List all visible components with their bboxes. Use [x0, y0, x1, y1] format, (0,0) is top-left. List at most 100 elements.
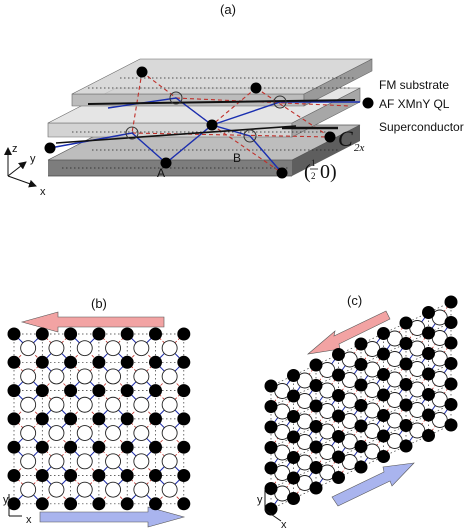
- axes-triad-c: [264, 490, 282, 522]
- filled-atom: [264, 420, 278, 434]
- grid-line: [270, 342, 452, 428]
- open-atom: [76, 425, 93, 441]
- svg-text:(: (: [304, 161, 311, 183]
- filled-atom: [35, 355, 49, 369]
- heterostructure-3d: A B FM substrate AF XMnY QL Superconduct…: [4, 58, 464, 198]
- axes-triad-a: [4, 147, 37, 188]
- lattice-c: [264, 295, 458, 516]
- filled-atom: [120, 384, 134, 398]
- filled-atom: [35, 412, 49, 426]
- filled-atom: [177, 412, 191, 426]
- filled-atom: [309, 440, 323, 454]
- filled-atom: [64, 412, 78, 426]
- filled-atom: [332, 409, 345, 423]
- open-atom: [161, 396, 178, 413]
- filled-atom: [309, 358, 323, 372]
- filled-atom: [354, 419, 368, 433]
- filled-atom: [120, 327, 134, 341]
- svg-text:2x: 2x: [354, 142, 365, 154]
- filled-atom: [264, 441, 278, 454]
- filled-atom: [444, 398, 458, 411]
- grid-line: [270, 322, 452, 407]
- filled-atom: [120, 355, 134, 369]
- arrow-blue-right: [39, 506, 186, 528]
- filled-atom: [149, 327, 162, 341]
- open-atom: [133, 368, 150, 385]
- open-atom: [105, 481, 122, 498]
- filled-atom: [92, 355, 106, 369]
- filled-atom: [444, 336, 458, 350]
- svg-text:2: 2: [311, 171, 316, 181]
- filled-atom: [264, 461, 278, 475]
- open-atoms-a: [125, 91, 287, 143]
- filled-atom: [287, 451, 300, 464]
- svg-text:1: 1: [311, 158, 316, 168]
- label-af-layer: AF XMnY QL: [379, 97, 450, 111]
- filled-atom: [7, 355, 21, 369]
- open-atom: [161, 481, 178, 498]
- filled-atom: [64, 384, 78, 398]
- axes-triad-b: [8, 494, 22, 517]
- filled-atom: [309, 379, 323, 392]
- filled-atom: [332, 348, 345, 361]
- filled-atom: [399, 357, 413, 371]
- filled-atom: [177, 384, 191, 398]
- filled-atom: [92, 412, 106, 426]
- filled-atom: [177, 497, 191, 511]
- filled-atom: [332, 389, 345, 402]
- open-atom: [20, 368, 37, 385]
- filled-atom: [399, 316, 413, 330]
- filled-atom: [287, 389, 300, 403]
- filled-atom: [422, 347, 435, 360]
- filled-atom: [354, 460, 368, 474]
- axis-x-label-c: x: [281, 519, 287, 530]
- open-atom: [105, 425, 122, 441]
- filled-atom: [64, 497, 78, 511]
- filled-atom: [309, 420, 323, 433]
- filled-atom: [64, 355, 78, 369]
- open-atom: [243, 129, 257, 143]
- filled-atom: [377, 409, 390, 422]
- filled-atom: [206, 119, 218, 131]
- open-atom: [48, 396, 65, 413]
- open-atom: [20, 340, 37, 357]
- c2x-symbol: C 2x: [338, 126, 365, 154]
- axis-x-label: x: [40, 186, 46, 198]
- filled-atom: [309, 461, 323, 474]
- panel-label-c: (c): [347, 293, 362, 308]
- filled-atom: [332, 471, 345, 484]
- filled-atom: [7, 384, 21, 398]
- filled-atom: [444, 418, 458, 432]
- filled-atom: [287, 410, 300, 423]
- axis-y-label-c: y: [257, 494, 263, 506]
- filled-atom: [35, 440, 49, 454]
- filled-atom: [354, 358, 368, 371]
- filled-atom: [377, 347, 390, 361]
- filled-atoms-a: [44, 66, 374, 179]
- grid-line: [270, 363, 452, 448]
- filled-atom: [377, 327, 390, 340]
- open-atom: [20, 396, 37, 413]
- filled-atom: [377, 429, 390, 443]
- open-atom: [76, 481, 93, 498]
- filled-atom-a: [160, 157, 172, 169]
- open-atom: [105, 340, 122, 357]
- filled-atom: [149, 497, 162, 511]
- filled-atom: [399, 398, 413, 412]
- open-atom: [133, 481, 150, 498]
- filled-atom: [264, 379, 278, 393]
- filled-atom: [120, 497, 134, 511]
- filled-atom: [149, 355, 162, 369]
- label-fm-substrate: FM substrate: [379, 78, 449, 92]
- open-atom: [20, 481, 37, 498]
- open-atom: [48, 340, 65, 357]
- filled-atom: [7, 469, 21, 482]
- open-atom: [48, 481, 65, 498]
- filled-atom: [92, 497, 106, 511]
- filled-atom: [64, 327, 78, 341]
- filled-atom: [324, 131, 336, 143]
- filled-atom: [35, 469, 49, 482]
- open-atom: [105, 396, 122, 413]
- filled-atom: [309, 399, 323, 413]
- open-atom: [133, 453, 150, 470]
